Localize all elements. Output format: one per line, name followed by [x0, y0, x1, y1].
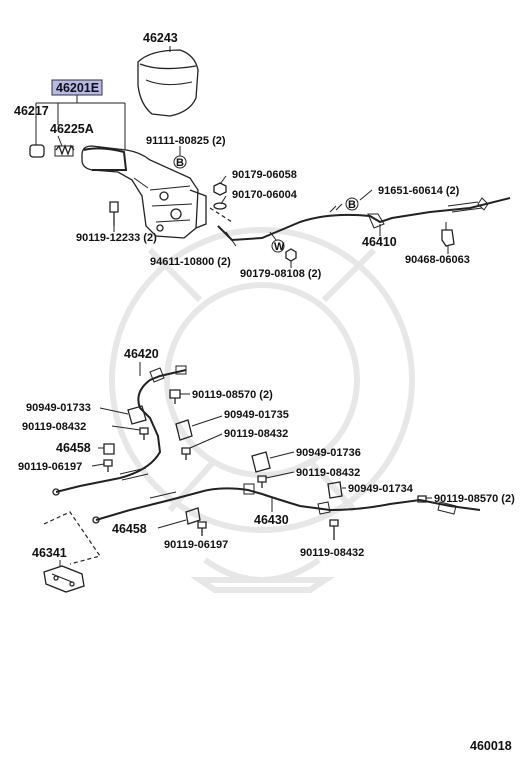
bracket-90949-01735[interactable]: [175, 419, 193, 441]
rear-cable-left-46420[interactable]: [52, 365, 187, 496]
callout-circle-b1: [173, 155, 187, 169]
leader-90949-01736: [269, 451, 295, 459]
label-90949-01733: 90949-01733: [26, 402, 91, 414]
label-90119-08432-c: 90119-08432: [296, 467, 360, 479]
callout-circle-w: [271, 239, 285, 253]
label-90179-08108: 90179-08108 (2): [240, 268, 322, 280]
leader-46458b: [157, 519, 187, 529]
label-94611-10800: 94611-10800 (2): [150, 256, 231, 268]
lever-cover-46243[interactable]: [137, 49, 199, 117]
bolt-90119-06197-lower[interactable]: [197, 521, 207, 536]
label-46225A: 46225A: [50, 122, 94, 136]
front-cable-46410[interactable]: [217, 197, 511, 247]
label-90119-08570-upper: 90119-08570 (2): [192, 389, 273, 401]
bolt-90119-06197-upper[interactable]: [103, 459, 113, 472]
clip-46458-upper[interactable]: [103, 443, 115, 455]
label-91651-60614: 91651-60614 (2): [378, 185, 460, 197]
bracket-90949-01733[interactable]: [127, 405, 147, 425]
bracket-90949-01736[interactable]: [251, 451, 271, 473]
label-90119-06197-upper: 90119-06197: [18, 461, 82, 473]
label-callout-b2: B: [348, 199, 356, 211]
spring-46225A[interactable]: [54, 144, 75, 157]
washer-90170-06004[interactable]: [213, 202, 227, 210]
label-46410: 46410: [362, 235, 397, 249]
label-46243: 46243: [143, 31, 178, 45]
label-callout-w: W: [274, 241, 285, 253]
label-46458-upper: 46458: [56, 441, 91, 455]
labels: 46243 46201E 46217 46225A 91111-80825 (2…: [14, 31, 515, 753]
label-90468-06063: 90468-06063: [405, 254, 470, 266]
bolt-90119-08570-upper[interactable]: [169, 389, 181, 404]
leader-91651: [359, 189, 373, 201]
bolt-90119-08432-d[interactable]: [329, 519, 339, 540]
label-46458-lower: 46458: [112, 522, 147, 536]
clip-46458-lower[interactable]: [185, 507, 201, 525]
leader-90949-01733: [99, 407, 129, 415]
label-46430: 46430: [254, 513, 289, 527]
diagram-code: 460018: [470, 739, 512, 753]
leader-90119-08432c: [265, 471, 295, 479]
label-callout-b1: B: [176, 157, 184, 169]
bracket-90949-01734[interactable]: [327, 481, 343, 499]
knob-cap-46217[interactable]: [29, 144, 45, 158]
bolt-90119-08432-a[interactable]: [139, 427, 149, 440]
leader-90119-08432a: [111, 425, 141, 431]
nut-90179-08108[interactable]: [285, 248, 297, 262]
label-90119-08432-b: 90119-08432: [224, 428, 288, 440]
label-90119-08570-right: 90119-08570 (2): [434, 493, 515, 505]
watermark-emblem: [109, 227, 415, 593]
leader-90119-08432b: [189, 433, 223, 449]
nut-90179-06058[interactable]: [213, 182, 227, 196]
leader-90119-06197a: [91, 463, 105, 467]
parking-brake-lever-46201E[interactable]: [81, 145, 207, 239]
leader-90179-06058: [219, 175, 227, 185]
leader-46225A: [57, 135, 63, 147]
bolt-90119-08432-b[interactable]: [181, 447, 191, 460]
label-90119-08432-d: 90119-08432: [300, 547, 364, 559]
label-90119-06197-lower: 90119-06197: [164, 539, 228, 551]
dash-46341: [43, 511, 101, 565]
clip-90468-06063[interactable]: [441, 222, 455, 247]
leader-90949-01735: [191, 415, 223, 427]
label-46201E: 46201E: [56, 81, 99, 95]
label-90119-12233: 90119-12233 (2): [76, 232, 157, 244]
label-90119-08432-a: 90119-08432: [22, 421, 86, 433]
label-91111-80825: 91111-80825 (2): [146, 135, 226, 147]
bracket-46201E: [35, 95, 126, 150]
label-90949-01734: 90949-01734: [348, 483, 414, 495]
label-90179-06058: 90179-06058: [232, 169, 297, 181]
leader-90170-06004: [220, 195, 227, 205]
leader-w: [269, 231, 277, 241]
bolt-90119-12233[interactable]: [109, 201, 119, 226]
callout-circle-b2: [345, 197, 359, 211]
label-46217: 46217: [14, 104, 49, 118]
label-46420: 46420: [124, 347, 159, 361]
bolt-90119-08570-right[interactable]: [417, 495, 427, 503]
label-90170-06004: 90170-06004: [232, 189, 298, 201]
label-90949-01735: 90949-01735: [224, 409, 289, 421]
bolt-90119-08432-c[interactable]: [257, 475, 267, 488]
equalizer-46341[interactable]: [43, 565, 85, 593]
label-46341: 46341: [32, 546, 67, 560]
dash-nut-to-cable: [209, 207, 233, 223]
rear-cable-right-46430[interactable]: [92, 483, 481, 524]
label-90949-01736: 90949-01736: [296, 447, 361, 459]
